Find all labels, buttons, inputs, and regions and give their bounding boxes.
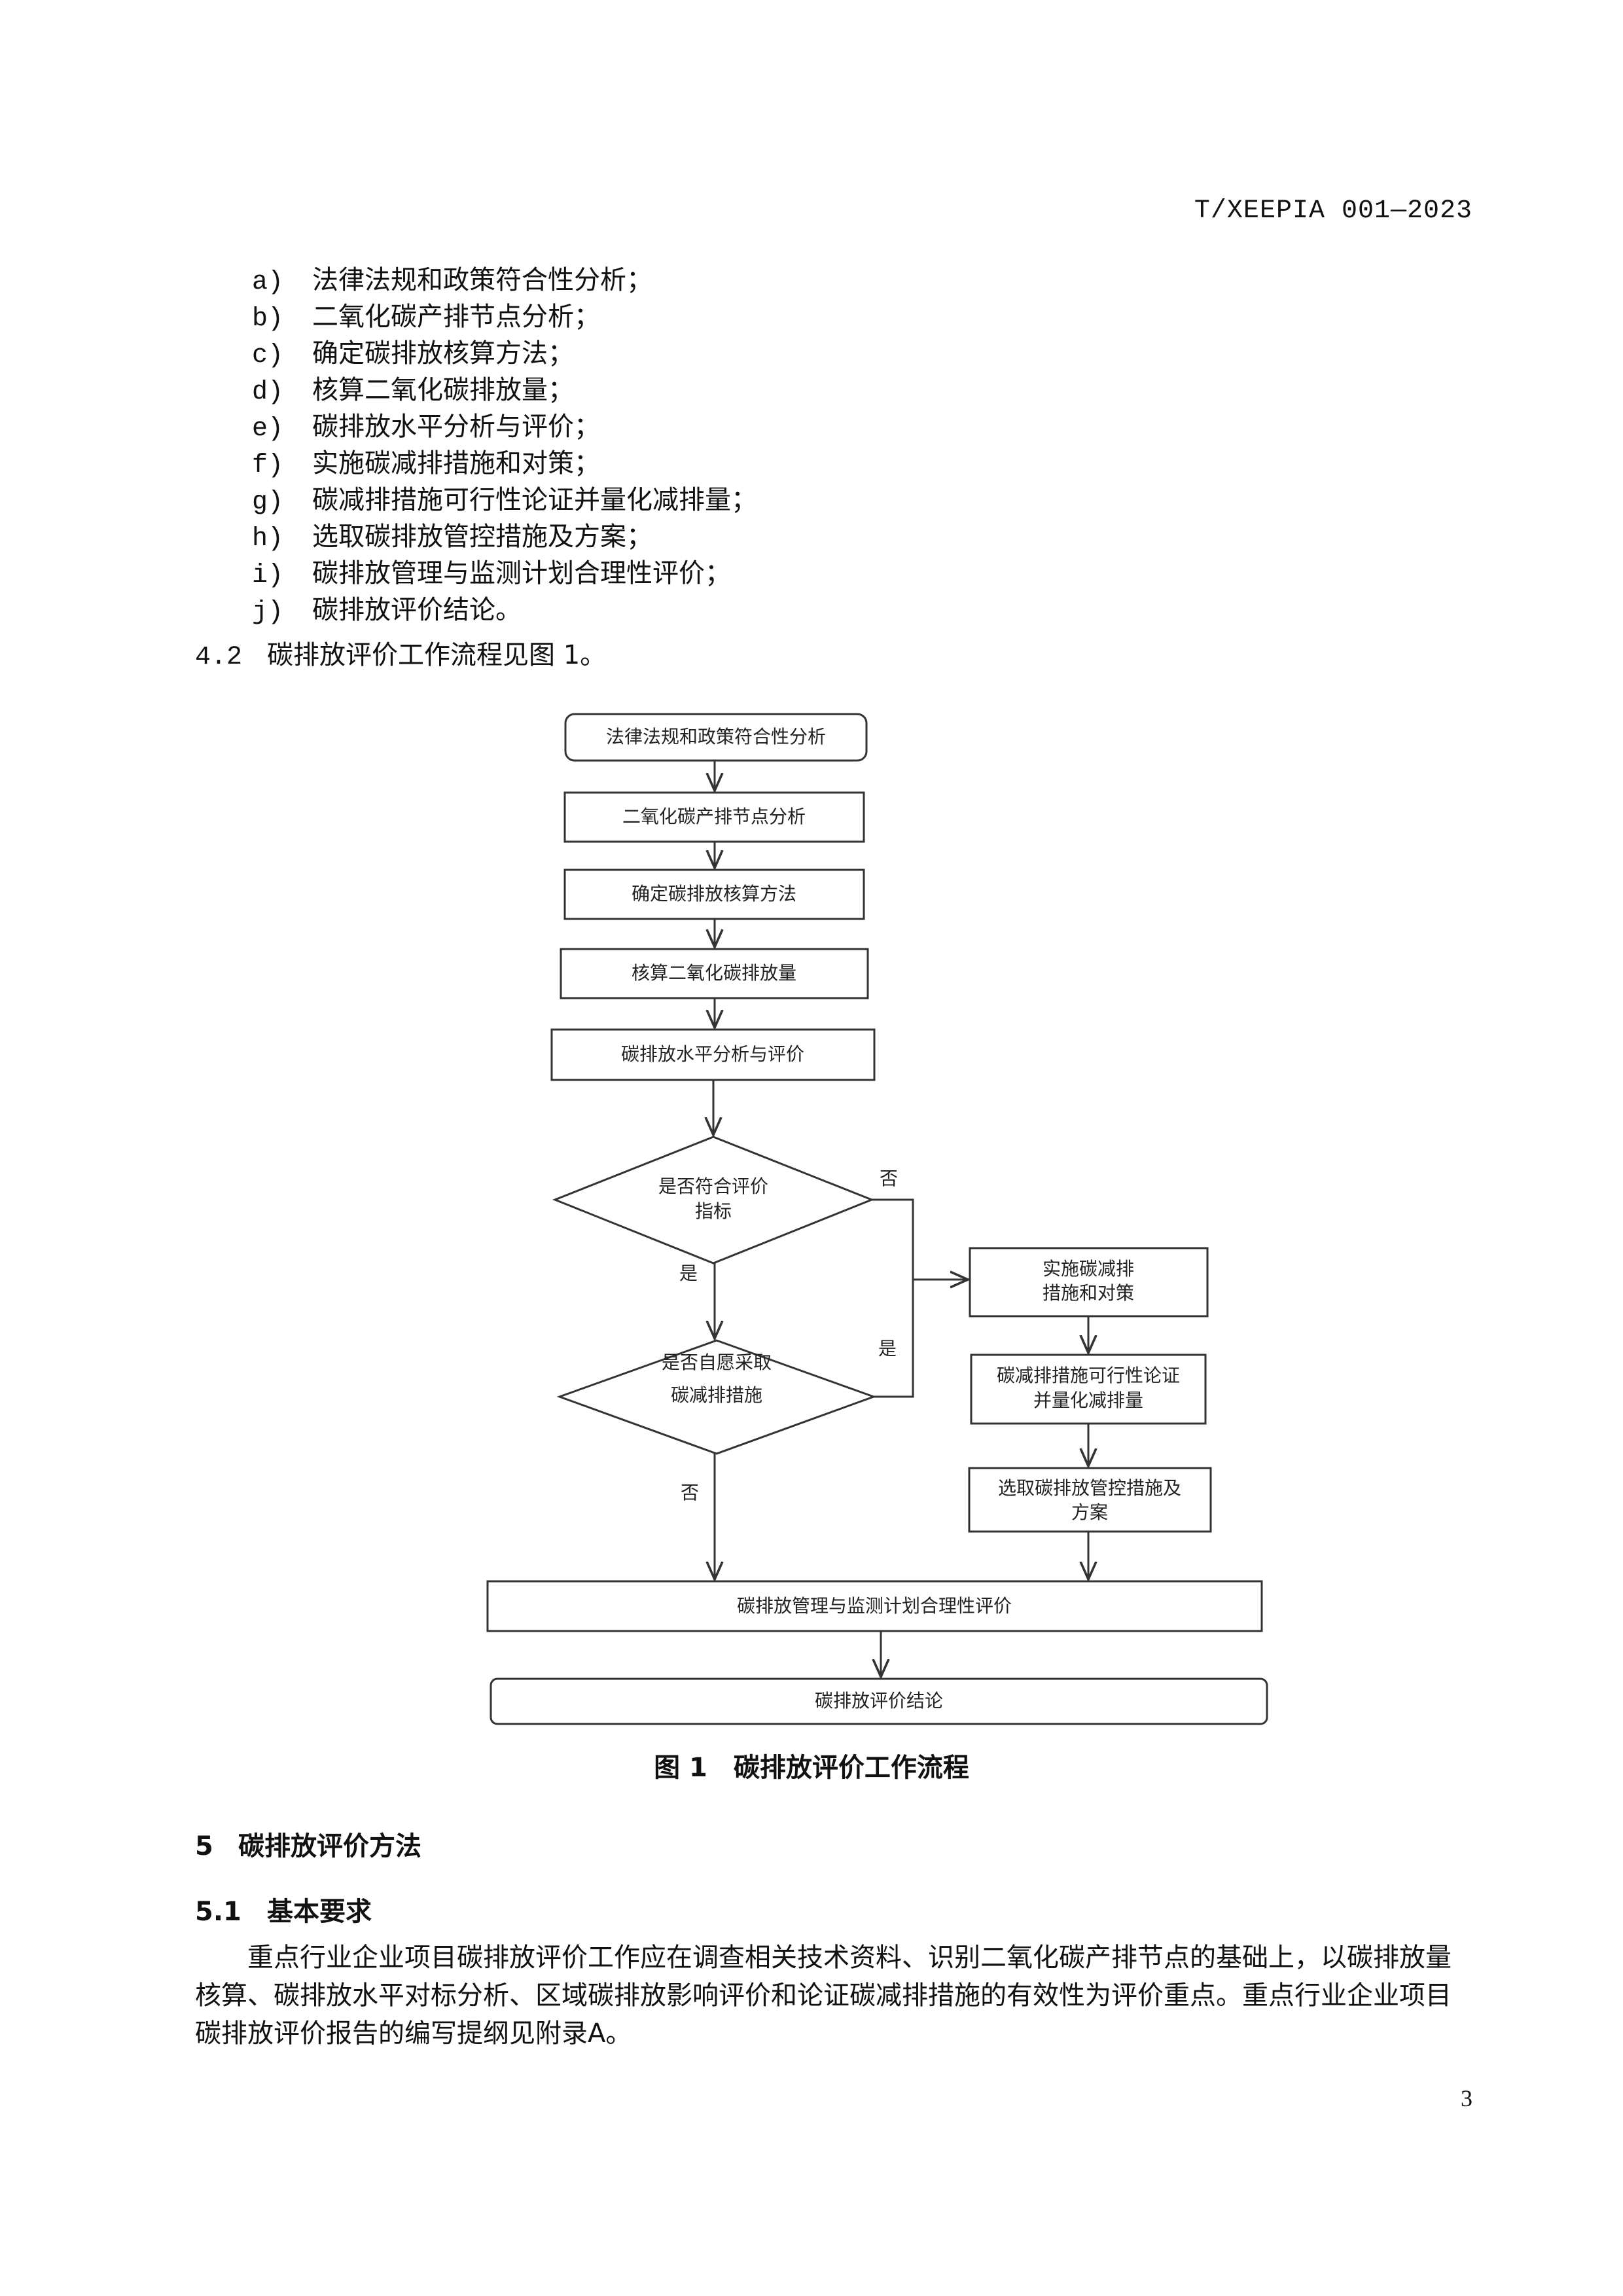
list-marker: f) <box>252 451 284 480</box>
flow-label-yes: 是 <box>878 1338 897 1359</box>
list-text: 碳排放管理与监测计划合理性评价； <box>312 558 731 588</box>
figure-caption: 图 1 碳排放评价工作流程 <box>0 1746 1623 1784</box>
flow-step-control-scheme <box>968 1467 1212 1533</box>
flow-step-reduction-measures-line1: 实施碳减排 <box>1043 1258 1134 1280</box>
figure-title: 碳排放评价工作流程 <box>733 1753 969 1783</box>
list-marker: a) <box>252 268 284 297</box>
list-text: 碳排放评价结论。 <box>312 595 522 625</box>
list-text: 二氧化碳产排节点分析； <box>312 302 600 332</box>
flow-step-management-plan-label: 碳排放管理与监测计划合理性评价 <box>737 1595 1012 1617</box>
subsection-heading: 5.1 基本要求 <box>195 1890 372 1928</box>
flow-step-emission-calc <box>560 948 869 999</box>
list-item: j) 碳排放评价结论。 <box>252 592 522 631</box>
flow-step-emission-nodes-label: 二氧化碳产排节点分析 <box>622 806 806 827</box>
list-item: g) 碳减排措施可行性论证并量化减排量； <box>252 482 757 521</box>
list-item: b) 二氧化碳产排节点分析； <box>252 298 600 338</box>
flow-step-emission-calc-label: 核算二氧化碳排放量 <box>632 962 796 984</box>
flow-decision-meets-criteria <box>552 1136 875 1265</box>
clause-4-2: 4.2 碳排放评价工作流程见图 1。 <box>195 634 606 672</box>
flow-label-no: 否 <box>681 1482 699 1503</box>
list-text: 实施碳减排措施和对策； <box>312 448 600 478</box>
section-number: 5 <box>195 1831 213 1861</box>
clause-text: 碳排放评价工作流程见图 1。 <box>267 640 607 670</box>
flow-step-management-plan <box>486 1580 1263 1632</box>
section-heading: 5 碳排放评价方法 <box>195 1825 421 1863</box>
subsection-title: 基本要求 <box>267 1897 372 1927</box>
list-text: 碳排放水平分析与评价； <box>312 412 600 442</box>
list-text: 选取碳排放管控措施及方案； <box>312 522 652 552</box>
list-item: c) 确定碳排放核算方法； <box>252 335 574 374</box>
flow-step-feasibility-line1: 碳减排措施可行性论证 <box>997 1365 1180 1386</box>
list-marker: j) <box>252 598 284 627</box>
list-marker: e) <box>252 414 284 444</box>
list-text: 核算二氧化碳排放量； <box>312 375 574 405</box>
list-item: i) 碳排放管理与监测计划合理性评价； <box>252 555 731 594</box>
figure-number: 图 1 <box>654 1753 707 1783</box>
list-marker: g) <box>252 488 284 517</box>
flow-decision-meets-criteria-line1: 是否符合评价 <box>658 1175 768 1197</box>
flow-step-feasibility <box>970 1354 1207 1425</box>
list-marker: i) <box>252 561 284 590</box>
flow-decision-meets-criteria-line2: 指标 <box>695 1200 732 1222</box>
list-marker: c) <box>252 341 284 370</box>
list-marker: h) <box>252 524 284 554</box>
list-item: h) 选取碳排放管控措施及方案； <box>252 518 652 558</box>
flow-step-control-scheme-line1: 选取碳排放管控措施及 <box>998 1477 1181 1499</box>
flow-label-yes: 是 <box>679 1263 698 1284</box>
list-item: f) 实施碳减排措施和对策； <box>252 445 600 484</box>
flow-step-feasibility-line2: 并量化减排量 <box>1033 1390 1143 1411</box>
list-text: 法律法规和政策符合性分析； <box>312 265 652 295</box>
list-marker: b) <box>252 304 284 334</box>
flow-decision-voluntary-line1: 是否自愿采取 <box>662 1352 772 1373</box>
body-paragraph: 重点行业企业项目碳排放评价工作应在调查相关技术资料、识别二氧化碳产排节点的基础上… <box>195 1943 1452 2049</box>
flow-connector-no <box>872 1198 914 1398</box>
flow-step-legal-compliance <box>564 713 868 762</box>
list-text: 碳减排措施可行性论证并量化减排量； <box>312 485 757 515</box>
list-text: 确定碳排放核算方法； <box>312 338 574 368</box>
document-id: T/XEEPIA 001—2023 <box>1194 196 1472 226</box>
flow-decision-voluntary-line2: 碳减排措施 <box>671 1384 762 1406</box>
page-number: 3 <box>1461 2085 1472 2111</box>
flow-step-legal-compliance-label: 法律法规和政策符合性分析 <box>606 726 826 747</box>
flow-step-reduction-measures <box>969 1247 1209 1318</box>
list-marker: d) <box>252 378 284 407</box>
flow-step-control-scheme-line2: 方案 <box>1071 1501 1108 1523</box>
clause-number: 4.2 <box>195 643 243 672</box>
flow-step-accounting-method <box>563 869 865 920</box>
flow-step-level-analysis-label: 碳排放水平分析与评价 <box>621 1043 804 1065</box>
section-title: 碳排放评价方法 <box>238 1831 421 1861</box>
flow-decision-voluntary <box>556 1339 877 1455</box>
flow-step-accounting-method-label: 确定碳排放核算方法 <box>632 883 796 905</box>
flow-step-conclusion <box>490 1677 1268 1725</box>
subsection-number: 5.1 <box>195 1897 241 1927</box>
flow-step-reduction-measures-line2: 措施和对策 <box>1043 1282 1134 1304</box>
flow-label-no: 否 <box>880 1168 898 1189</box>
flow-step-level-analysis <box>550 1028 876 1081</box>
list-item: e) 碳排放水平分析与评价； <box>252 408 600 448</box>
list-item: a) 法律法规和政策符合性分析； <box>252 262 652 301</box>
flow-step-conclusion-label: 碳排放评价结论 <box>815 1690 943 1712</box>
list-item: d) 核算二氧化碳排放量； <box>252 372 574 411</box>
